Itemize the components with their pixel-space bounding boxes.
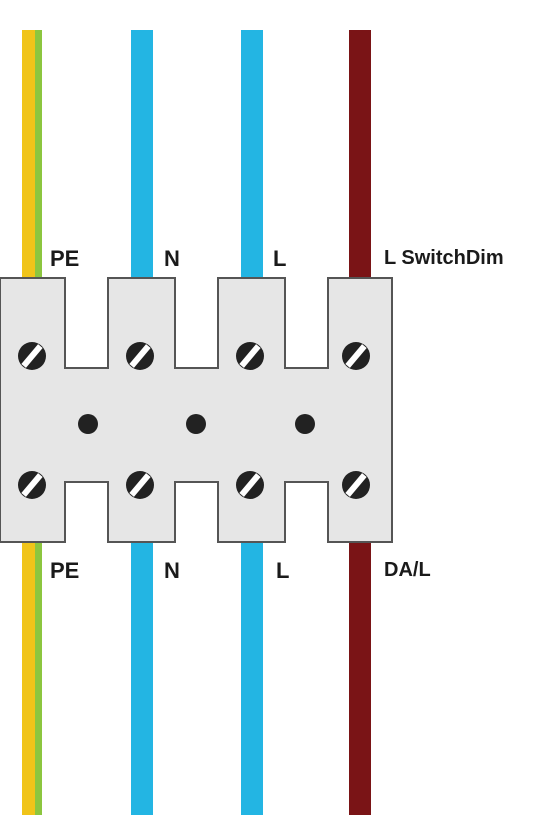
top-pe-wire-green — [35, 30, 42, 280]
bottom-pe-wire-green — [35, 540, 42, 815]
mounting-hole-icon — [78, 414, 98, 434]
bottom-pe-wire-yellow — [22, 540, 35, 815]
mounting-hole-icon — [295, 414, 315, 434]
mounting-holes — [78, 414, 315, 434]
bottom-switch-wire — [349, 540, 371, 815]
mounting-hole-icon — [186, 414, 206, 434]
top-pe-label: PE — [50, 246, 79, 271]
top-switch-wire — [349, 30, 371, 280]
top-pe-wire-yellow — [22, 30, 35, 280]
screw-icon[interactable] — [236, 471, 264, 499]
top-pe-wire — [22, 30, 42, 280]
screw-icon[interactable] — [342, 342, 370, 370]
bottom-labels: PE N L DA/L — [50, 558, 431, 583]
screw-icon[interactable] — [126, 471, 154, 499]
bottom-pe-label: PE — [50, 558, 79, 583]
top-n-wire — [131, 30, 153, 280]
screw-icon[interactable] — [236, 342, 264, 370]
bottom-l-wire — [241, 540, 263, 815]
terminal-block — [0, 277, 393, 543]
bottom-l-label: L — [276, 558, 289, 583]
top-switch-label: L SwitchDim — [384, 247, 504, 269]
top-screws — [18, 342, 370, 370]
top-labels: PE N L L SwitchDim — [50, 246, 504, 271]
top-n-label: N — [164, 246, 180, 271]
screw-icon[interactable] — [126, 342, 154, 370]
top-l-label: L — [273, 246, 286, 271]
bottom-n-label: N — [164, 558, 180, 583]
screw-icon[interactable] — [18, 342, 46, 370]
bottom-pe-wire — [22, 540, 42, 815]
top-wires — [22, 30, 371, 280]
screw-icon[interactable] — [342, 471, 370, 499]
top-l-wire — [241, 30, 263, 280]
bottom-switch-label: DA/L — [384, 559, 431, 581]
bottom-n-wire — [131, 540, 153, 815]
bottom-screws — [18, 471, 370, 499]
bottom-wires — [22, 540, 371, 815]
screw-icon[interactable] — [18, 471, 46, 499]
